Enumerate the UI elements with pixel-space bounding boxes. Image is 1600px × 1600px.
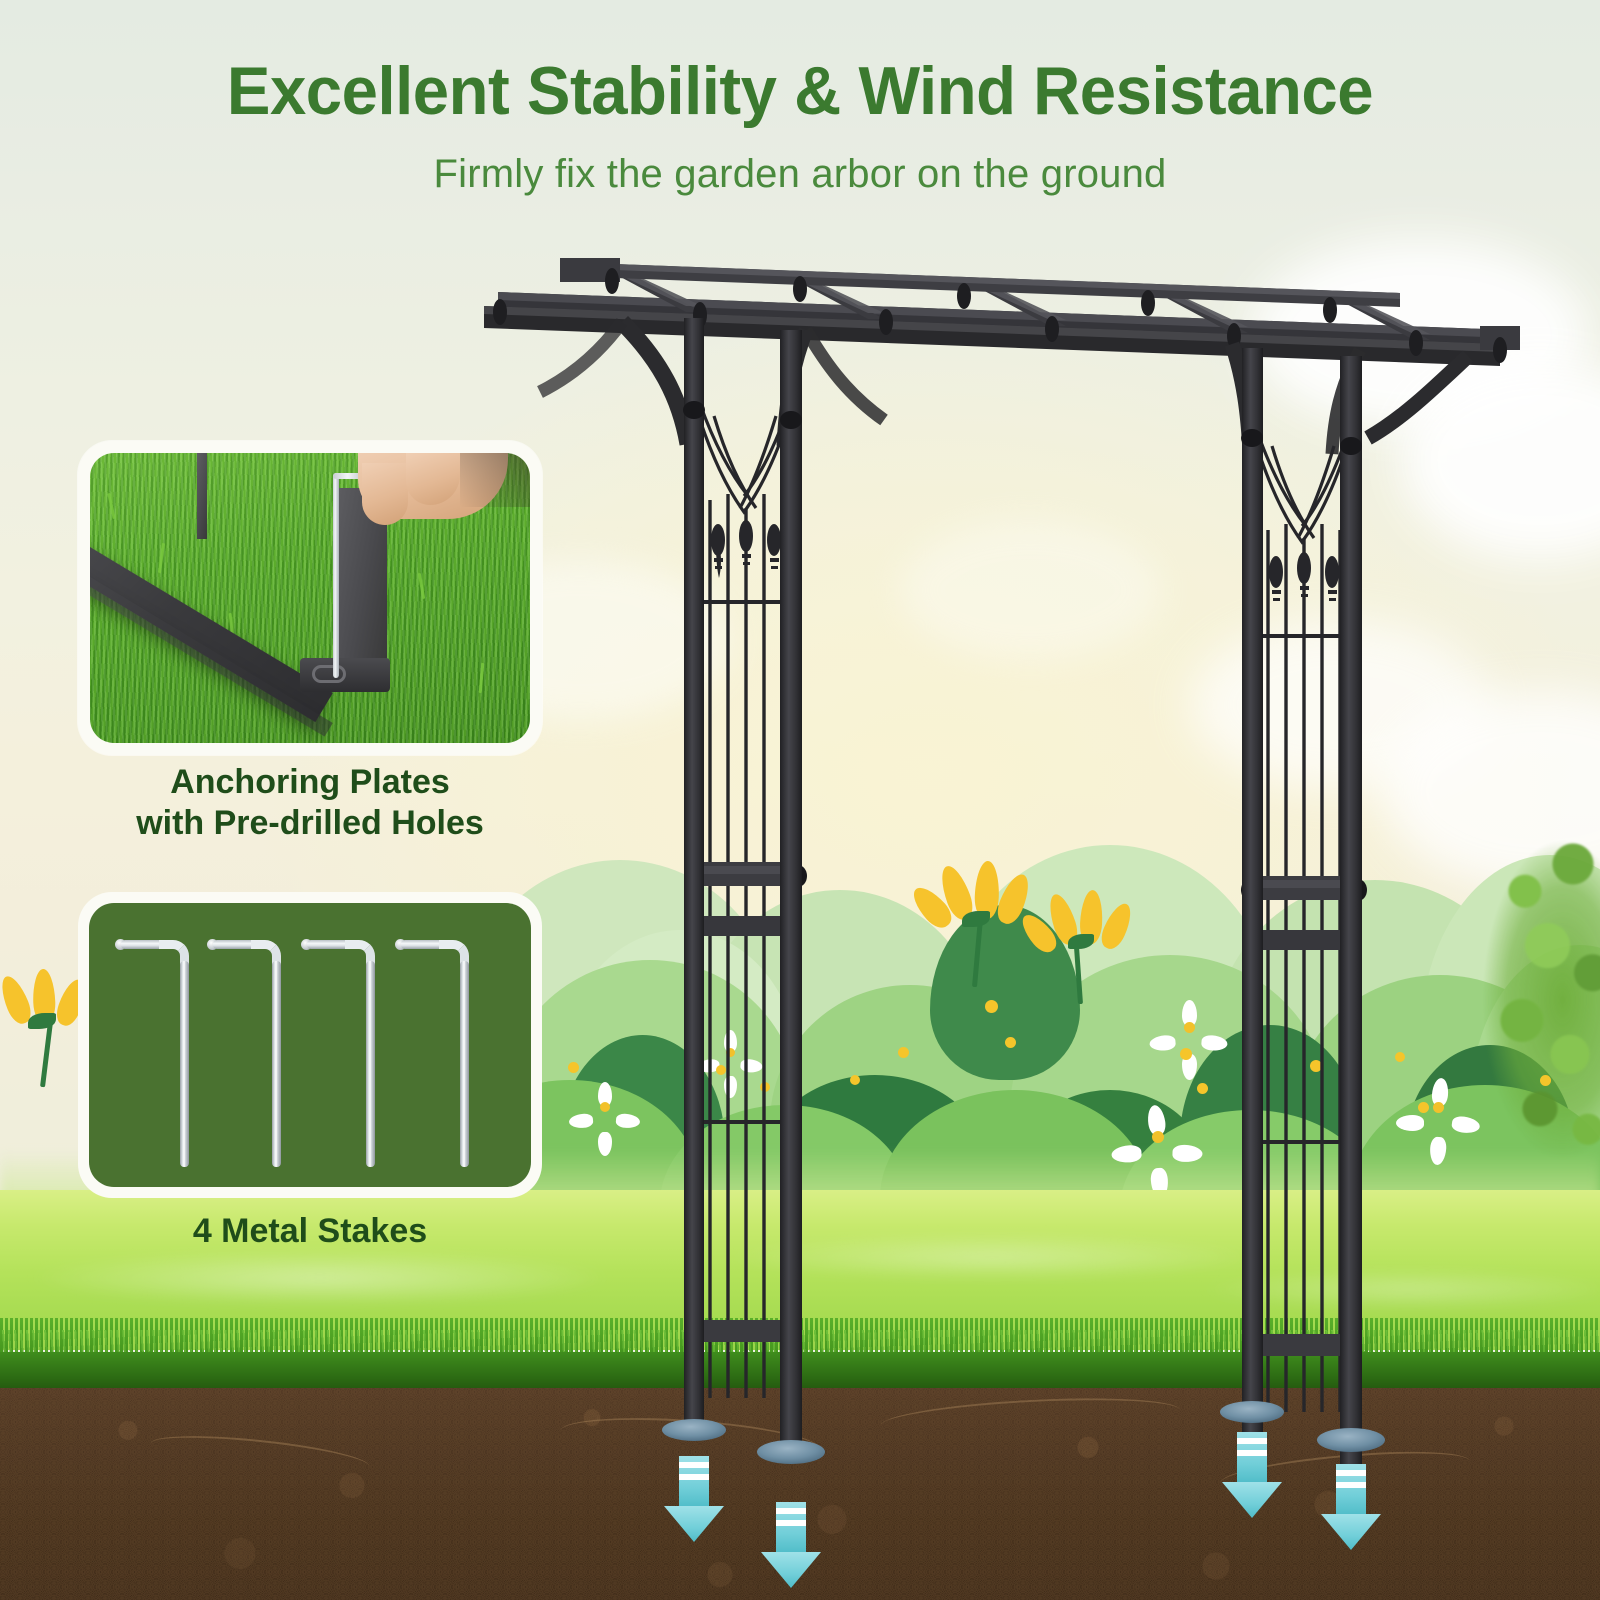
anchoring-plates-caption: Anchoring Plates with Pre-drilled Holes	[60, 762, 560, 845]
flower-dot	[1197, 1083, 1208, 1094]
metal-stake-in-photo	[333, 473, 339, 678]
yellow-flower	[1016, 880, 1143, 1005]
soil-texture	[0, 1388, 1600, 1600]
finger	[362, 463, 408, 525]
flower-dot	[1005, 1037, 1016, 1048]
white-flower	[697, 1030, 763, 1098]
thumb	[406, 453, 460, 505]
photo-corner-shadow	[460, 453, 530, 507]
metal-stakes-panel	[89, 903, 531, 1187]
flower-dot	[1540, 1075, 1551, 1086]
caption-line-1: Anchoring Plates	[170, 763, 450, 801]
flower-dot	[1310, 1060, 1322, 1072]
metal-stakes-caption: 4 Metal Stakes	[192, 1212, 428, 1250]
arbor-post-in-photo	[197, 453, 207, 539]
yellow-flower	[0, 955, 106, 1088]
yellow-flower	[906, 855, 1040, 988]
white-flower	[1148, 1000, 1229, 1080]
metal-stake	[115, 939, 205, 1169]
white-flower	[1110, 1104, 1203, 1199]
flower-dot	[985, 1000, 998, 1013]
flower-dot	[1395, 1052, 1405, 1062]
page-subtitle: Firmly fix the garden arbor on the groun…	[433, 152, 1167, 196]
page-title: Excellent Stability & Wind Resistance	[226, 53, 1374, 129]
cloud	[900, 520, 1160, 660]
metal-stake-head	[333, 473, 371, 479]
metal-stake	[301, 939, 391, 1169]
metal-stake	[395, 939, 485, 1169]
flower-dot	[716, 1065, 726, 1075]
white-flower	[568, 1082, 641, 1156]
anchoring-plates-card	[78, 441, 542, 755]
anchoring-plates-photo	[90, 453, 530, 743]
flower-dot	[850, 1075, 860, 1085]
metal-stake	[207, 939, 297, 1169]
flower-dot	[1418, 1102, 1429, 1113]
tree-foliage	[1480, 830, 1600, 1170]
flower-dot	[760, 1082, 770, 1092]
flower-dot	[568, 1062, 579, 1073]
metal-stakes-card	[78, 892, 542, 1198]
flower-dot	[1180, 1048, 1192, 1060]
pre-drilled-hole	[312, 665, 346, 683]
white-flower	[1396, 1077, 1481, 1166]
bush-shape	[930, 905, 1080, 1080]
caption-line-2: with Pre-drilled Holes	[136, 804, 484, 843]
arbor-beam-in-photo	[90, 523, 333, 723]
flower-dot	[898, 1047, 909, 1058]
